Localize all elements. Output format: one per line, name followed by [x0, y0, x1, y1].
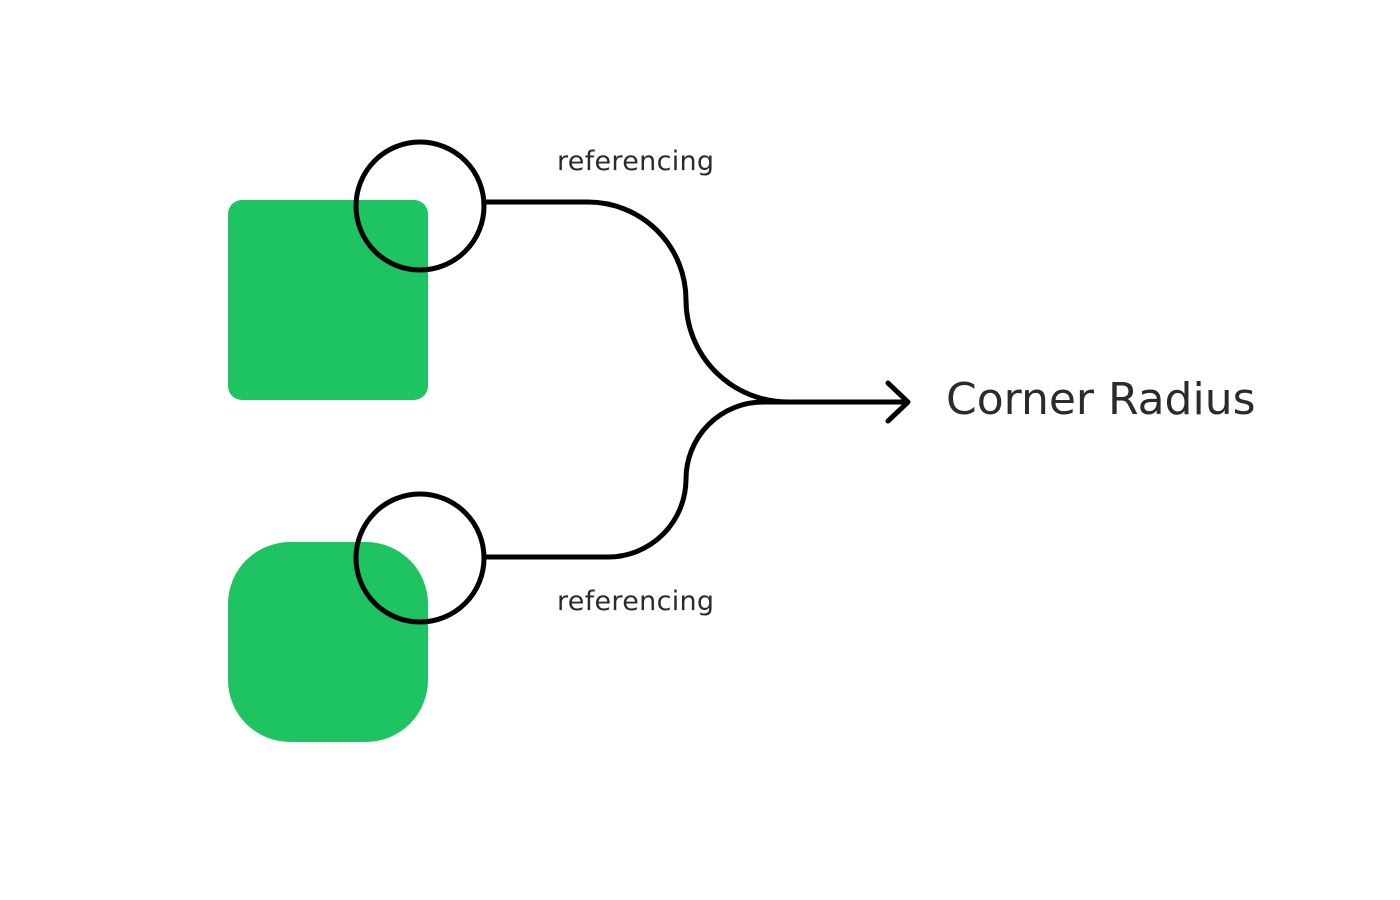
green-square-small-corner-radius	[228, 200, 428, 400]
corner-highlight-circle-top	[353, 139, 487, 273]
edge-label-top: referencing	[557, 146, 715, 177]
connector-path-bottom	[484, 399, 764, 560]
target-label: Corner Radius	[946, 374, 1256, 425]
connector-path-top	[484, 199, 789, 405]
arrow-head-icon	[885, 380, 911, 424]
edge-label-bottom: referencing	[557, 586, 715, 617]
corner-highlight-circle-bottom	[353, 491, 487, 625]
green-square-large-corner-radius	[228, 542, 428, 742]
